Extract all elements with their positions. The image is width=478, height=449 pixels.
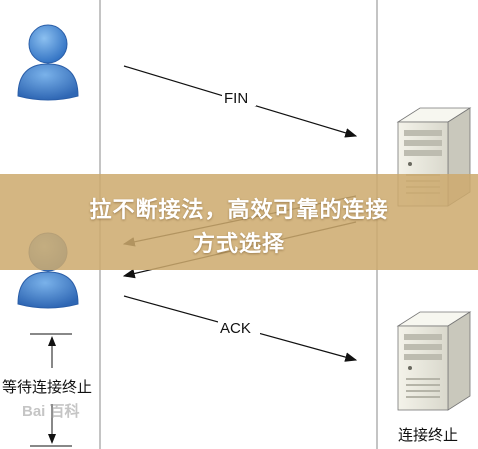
- banner-title-line1: 拉不断接法，高效可靠的连接: [89, 198, 389, 223]
- server-end-label: 连接终止: [398, 426, 459, 444]
- title-banner: [0, 174, 478, 270]
- client-wait-label: 等待连接终止: [0, 376, 95, 397]
- fin-label: FIN: [224, 90, 248, 107]
- banner-title-line2: 方式选择: [192, 232, 285, 257]
- server-tower-icon: [397, 311, 471, 411]
- user-icon: [17, 24, 79, 101]
- watermark: Bai 百科: [22, 403, 80, 420]
- ack-label: ACK: [220, 320, 251, 337]
